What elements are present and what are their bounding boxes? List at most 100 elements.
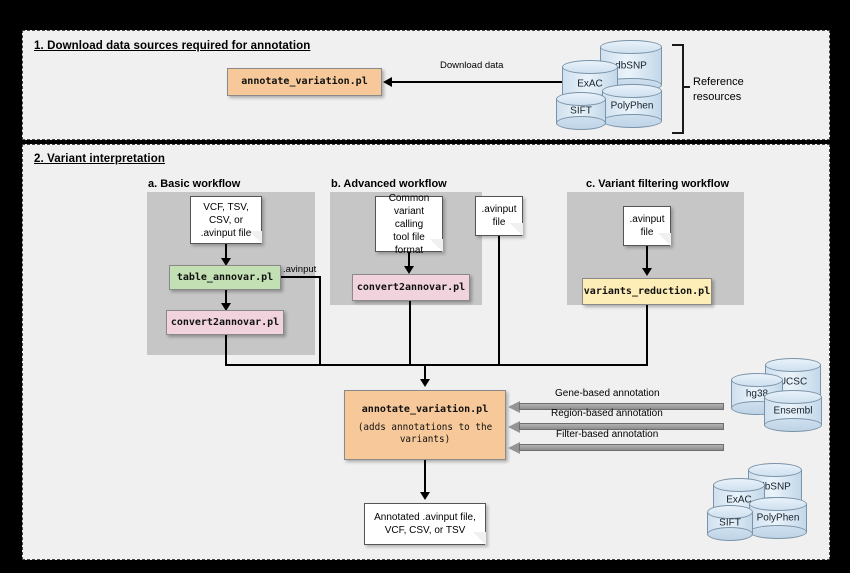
arrow-shaft	[519, 444, 724, 451]
process-convert2annovar-basic[interactable]: convert2annovar.pl	[166, 310, 284, 335]
cylinder-bottom	[764, 418, 822, 432]
edge-label-download-data: Download data	[440, 60, 504, 71]
connector-advanced-note-to-convert	[408, 252, 410, 270]
cylinder-top	[562, 60, 618, 74]
bracket-tick	[682, 86, 690, 88]
block-arrow-filter-based	[508, 442, 724, 454]
arrow-head-central-to-output	[420, 492, 430, 500]
arrow-head-bus-to-central	[420, 379, 430, 387]
workflow-title-filtering: c. Variant filtering workflow	[586, 178, 730, 190]
database-ensembl: Ensembl	[764, 390, 822, 432]
arrow-head	[508, 442, 520, 454]
reference-resources-bracket	[672, 44, 684, 134]
note-text: Common variant calling tool file format	[388, 192, 430, 256]
cylinder-bottom	[749, 525, 807, 539]
database-label: SIFT	[570, 105, 592, 117]
reference-resources-label-line1: Reference	[693, 76, 744, 88]
cylinder-top	[713, 478, 765, 492]
cylinder-top	[556, 92, 606, 106]
reference-resources-label-line2: resources	[693, 90, 742, 103]
database-label: Ensembl	[773, 405, 813, 417]
reference-resources-label: Reference resources	[693, 75, 744, 105]
arrow-head-basic-note-to-table	[221, 258, 231, 266]
label-filter-based-annotation: Filter-based annotation	[556, 429, 659, 440]
note-fold-icon	[658, 233, 671, 246]
note-text: .avinput file	[481, 204, 517, 228]
connector-advanced-trunk	[409, 301, 411, 365]
cylinder-bottom	[556, 116, 606, 130]
process-variants-reduction[interactable]: variants_reduction.pl	[582, 278, 712, 305]
cylinder-top	[600, 40, 662, 54]
process-label: table_annovar.pl	[176, 271, 274, 283]
note-body	[623, 206, 671, 246]
connector-avinput-branch-h	[281, 276, 321, 278]
arrow-head	[508, 401, 520, 413]
connector-avinput-branch-v	[319, 276, 321, 365]
note-filtering-input: .avinput file	[623, 206, 671, 246]
cylinder-top	[602, 84, 662, 98]
database-label: PolyPhen	[610, 100, 654, 112]
connector-download-data	[392, 81, 567, 83]
note-fold-icon	[473, 532, 486, 545]
database-label: dbSNP	[615, 60, 647, 72]
section-1-title: 1. Download data sources required for an…	[34, 40, 311, 52]
database-label: UCSC	[778, 376, 808, 388]
edge-label-avinput: .avinput	[283, 264, 317, 275]
connector-table-to-convert	[225, 290, 227, 307]
cylinder-top	[707, 505, 753, 519]
cylinder-top	[749, 497, 807, 511]
cylinder-bottom	[707, 527, 753, 541]
section-1-panel	[22, 30, 830, 140]
connector-filtering-note-to-reduction	[646, 246, 648, 272]
arrow-head-filtering-note-to-reduction	[642, 268, 652, 276]
database-label: dbSNP	[759, 481, 791, 493]
database-label: hg38	[745, 388, 769, 400]
database-label: ExAC	[726, 494, 752, 506]
workflow-title-basic: a. Basic workflow	[148, 178, 241, 190]
connector-advanced-avinput-trunk	[498, 236, 500, 365]
note-text: VCF, TSV, CSV, or .avinput file	[200, 201, 252, 239]
section-2-title: 2. Variant interpretation	[34, 153, 165, 165]
note-advanced-avinput: .avinput file	[475, 196, 523, 236]
cylinder-top	[748, 463, 802, 477]
note-text: Annotated .avinput file, VCF, CSV, or TS…	[374, 512, 476, 536]
connector-bus-to-central	[424, 364, 426, 382]
process-table-annovar[interactable]: table_annovar.pl	[169, 265, 281, 290]
workflow-title-advanced: b. Advanced workflow	[331, 178, 447, 190]
arrow-head	[508, 421, 520, 433]
block-arrow-gene-based	[508, 401, 724, 413]
connector-filtering-trunk-h	[413, 364, 648, 366]
database-polyphen-top: PolyPhen	[602, 84, 662, 128]
connector-basic-trunk	[225, 335, 227, 365]
note-basic-input: VCF, TSV, CSV, or .avinput file	[190, 196, 262, 244]
label-region-based-annotation: Region-based annotation	[551, 408, 663, 419]
process-label: annotate_variation.pl	[241, 76, 368, 88]
block-arrow-region-based	[508, 421, 724, 433]
process-label: variants_reduction.pl	[583, 285, 711, 297]
cylinder-top	[731, 373, 783, 387]
note-output: Annotated .avinput file, VCF, CSV, or TS…	[364, 503, 486, 545]
connector-bus	[225, 364, 425, 366]
arrow-shaft	[519, 423, 724, 430]
database-sift-top: SIFT	[556, 92, 606, 130]
database-label: PolyPhen	[756, 512, 800, 524]
arrow-head-advanced-note-to-convert	[404, 266, 414, 274]
arrow-shaft	[519, 403, 724, 410]
connector-central-to-output	[424, 460, 426, 496]
database-label: ExAC	[577, 78, 603, 90]
database-sift-bottom: SIFT	[707, 505, 753, 541]
note-body	[364, 503, 486, 545]
arrow-head-download-data	[383, 77, 392, 87]
cylinder-top	[764, 390, 822, 404]
process-annotate-variation-central[interactable]: annotate_variation.pl (adds annotations …	[344, 390, 506, 460]
connector-basic-note-to-table	[225, 244, 227, 262]
process-annotate-variation-top[interactable]: annotate_variation.pl	[227, 68, 382, 96]
note-advanced-input: Common variant calling tool file format	[375, 192, 443, 256]
process-label: convert2annovar.pl	[356, 281, 466, 293]
process-label: convert2annovar.pl	[170, 316, 280, 328]
database-label: SIFT	[719, 517, 741, 529]
note-fold-icon	[430, 239, 443, 252]
process-convert2annovar-advanced[interactable]: convert2annovar.pl	[352, 274, 470, 301]
cylinder-top	[765, 358, 821, 372]
